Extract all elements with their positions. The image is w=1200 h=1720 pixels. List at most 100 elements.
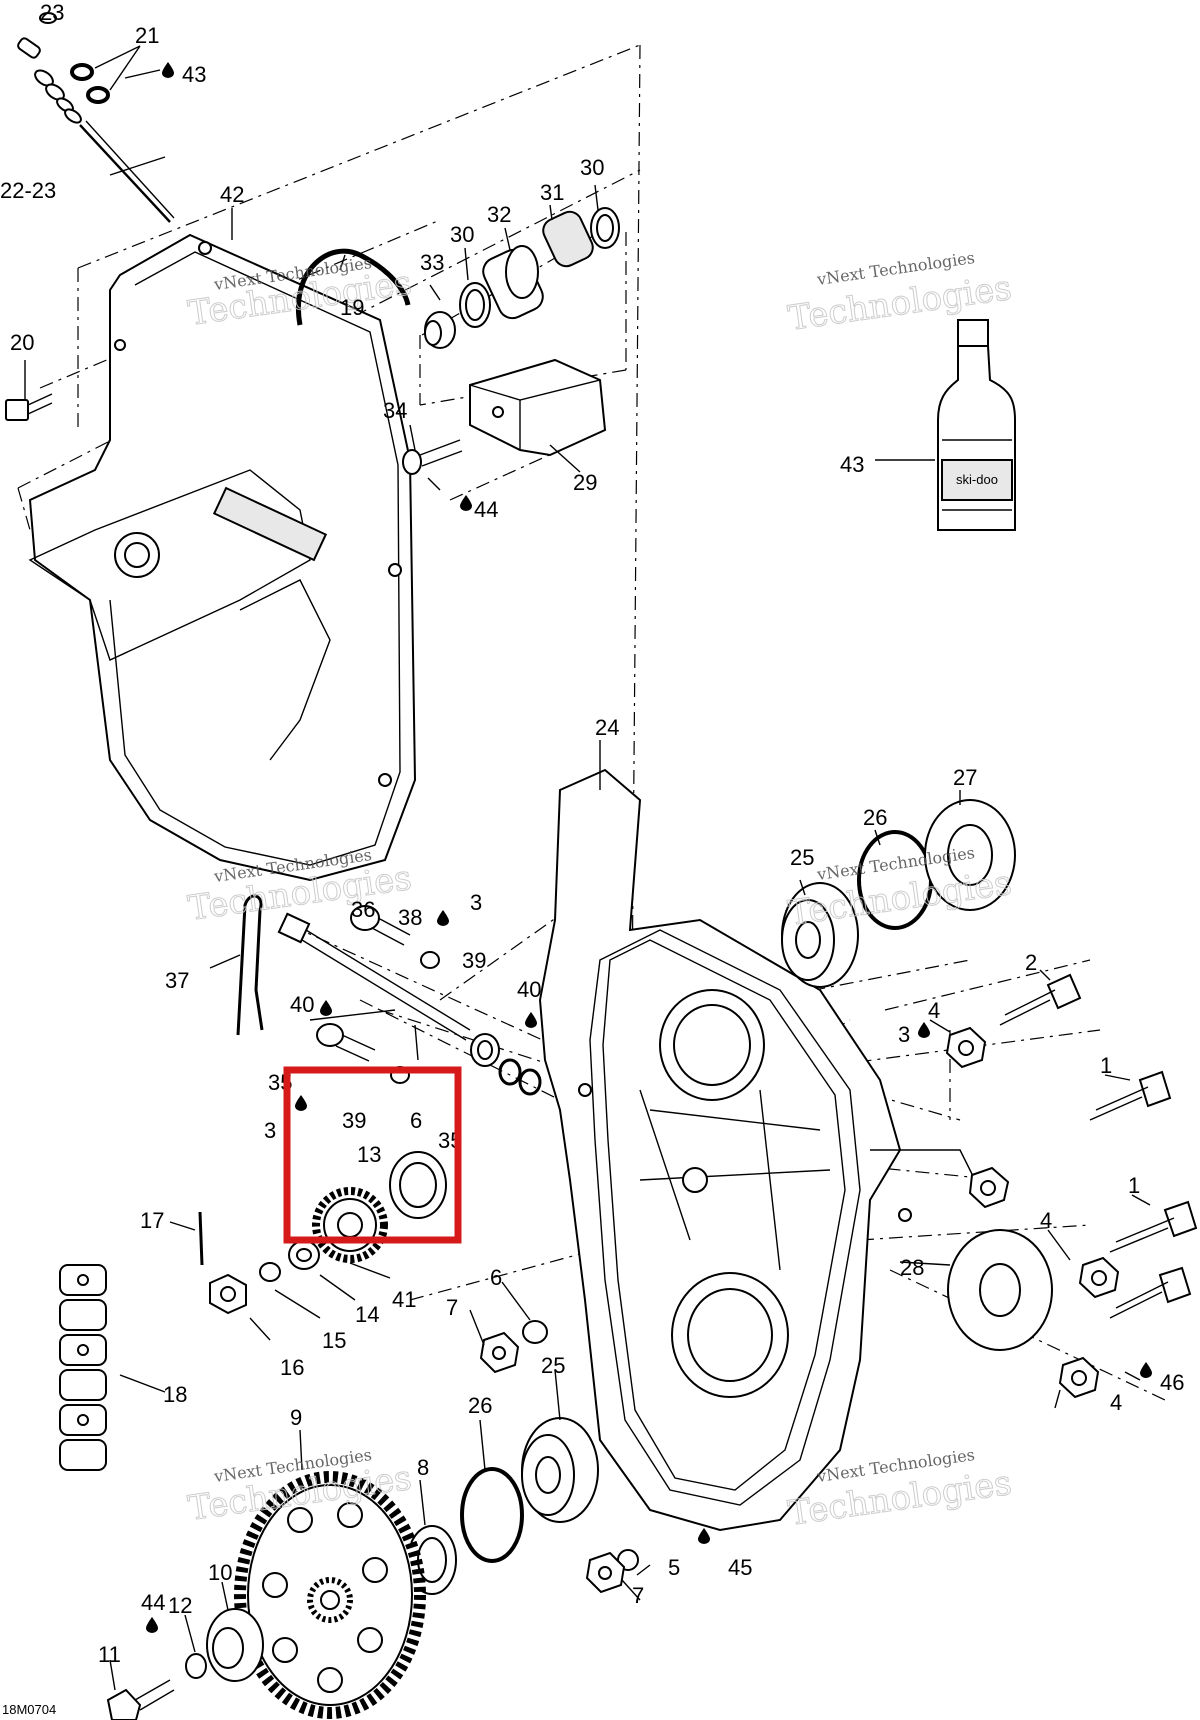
snap-ring-26-lower: [460, 1467, 524, 1563]
bolt-35-upper: [316, 1023, 376, 1062]
callout-label-10: 10: [208, 1560, 232, 1585]
callout-label-6a: 6: [410, 1108, 422, 1133]
callout-label-29: 29: [573, 470, 597, 495]
callout-label-40a: 40: [290, 992, 314, 1017]
bolt-1-lower: [1109, 1200, 1198, 1319]
callout-label-20: 20: [10, 330, 34, 355]
sprocket-41: [312, 1187, 388, 1263]
callout-label-41: 41: [392, 1287, 416, 1312]
callout-label-23a: 23: [40, 0, 64, 25]
highlight-box: [283, 1066, 462, 1244]
callout-label-30a: 30: [450, 222, 474, 247]
nut-4-right: [1078, 1256, 1120, 1299]
callout-label-25a: 25: [790, 845, 814, 870]
callout-label-18: 18: [163, 1382, 187, 1407]
callout-label-3b: 3: [898, 1022, 910, 1047]
bolt-20: [5, 393, 53, 421]
callout-label-22-23: 22-23: [0, 178, 56, 203]
nut-16: [209, 1273, 247, 1315]
screw-34: [402, 439, 463, 475]
nut-4-lower: [1058, 1356, 1100, 1399]
callout-label-36: 36: [351, 897, 375, 922]
callout-label-40b: 40: [517, 977, 541, 1002]
callout-label-42: 42: [220, 182, 244, 207]
callout-label-16: 16: [280, 1355, 304, 1380]
callout-label-26b: 26: [468, 1393, 492, 1418]
callout-label-8: 8: [417, 1455, 429, 1480]
callout-label-33: 33: [420, 250, 444, 275]
bearing-25-upper: [781, 882, 859, 988]
leader-lines: [24, 156, 1151, 1691]
washer-39-upper: [420, 951, 440, 969]
callout-label-7b: 7: [632, 1583, 644, 1608]
bearing-25-lower: [521, 1417, 599, 1523]
callout-label-32: 32: [487, 202, 511, 227]
drop-icon: [918, 1022, 930, 1038]
sprocket-9: [234, 1471, 426, 1719]
callout-label-24: 24: [595, 715, 619, 740]
callout-label-3c: 3: [264, 1118, 276, 1143]
callout-label-26a: 26: [863, 805, 887, 830]
callout-label-44b: 44: [141, 1590, 165, 1615]
shim-27: [924, 799, 1016, 911]
callout-label-37: 37: [165, 968, 189, 993]
chaincase-housing-24: [538, 768, 981, 1532]
chaincase-cover-42: [28, 233, 417, 882]
callout-label-45: 45: [728, 1555, 752, 1580]
washer-12: [185, 1653, 207, 1679]
callout-label-30b: 30: [580, 155, 604, 180]
callout-label-39a: 39: [462, 948, 486, 973]
bolt-1-upper: [1089, 1070, 1172, 1121]
callout-label-4a: 4: [928, 998, 940, 1023]
cotter-pin-17: [198, 1211, 204, 1266]
callout-label-34: 34: [383, 398, 407, 423]
bolt-38: [350, 905, 411, 946]
callout-label-4b: 4: [1040, 1208, 1052, 1233]
bearing-stack-30-33: [424, 207, 620, 349]
o-ring-40b: [518, 1068, 542, 1096]
callout-label-44a: 44: [474, 497, 498, 522]
oil-bottle-43: ski-doo: [937, 319, 1016, 531]
nut-4-upper: [945, 1026, 987, 1069]
callout-label-6b: 6: [490, 1265, 502, 1290]
nut-7-lower: [585, 1551, 626, 1594]
callout-label-28: 28: [900, 1255, 924, 1280]
drop-icon: [295, 1095, 307, 1111]
nut-4-middle: [968, 1166, 1010, 1209]
spacer-8: [407, 1525, 457, 1595]
shaft-22-23: [17, 12, 175, 223]
cable-19: [296, 248, 411, 326]
bottle-brand: ski-doo: [956, 472, 998, 487]
diagram-code: 18M0704: [2, 1702, 56, 1717]
callout-label-1a: 1: [1100, 1053, 1112, 1078]
o-rings-21: [70, 45, 161, 104]
washer-15: [259, 1262, 281, 1282]
bolt-11: [106, 1679, 175, 1720]
drop-icon: [320, 1000, 332, 1016]
drop-icon: [1140, 1362, 1152, 1378]
nut-7-upper: [479, 1331, 520, 1374]
drop-icon: [146, 1617, 158, 1633]
callout-label-12: 12: [168, 1593, 192, 1618]
callout-label-14: 14: [355, 1302, 379, 1327]
drop-icon: [525, 1012, 537, 1028]
callout-label-25b: 25: [541, 1353, 565, 1378]
spacer-10: [206, 1608, 264, 1682]
washer-28: [947, 1229, 1053, 1351]
callout-label-39b: 39: [342, 1108, 366, 1133]
spacer-40: [470, 1033, 500, 1067]
chain-18: [59, 1264, 107, 1471]
callout-label-4c: 4: [1110, 1390, 1122, 1415]
callout-label-13: 13: [357, 1142, 381, 1167]
long-bolt-36: [277, 912, 471, 1041]
callout-label-15: 15: [322, 1328, 346, 1353]
callout-label-31: 31: [540, 180, 564, 205]
o-ring-40a: [498, 1058, 522, 1086]
spacer-13: [389, 1151, 447, 1219]
drop-icon: [437, 910, 449, 926]
callout-label-43b: 43: [840, 452, 864, 477]
callout-label-17: 17: [140, 1208, 164, 1233]
drop-icon: [162, 62, 174, 78]
